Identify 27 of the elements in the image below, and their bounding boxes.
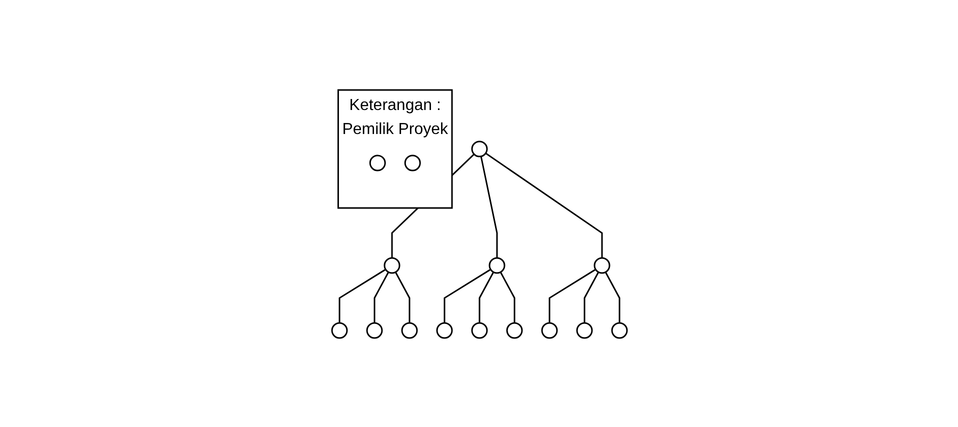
node-circle <box>576 322 592 338</box>
connector <box>480 156 498 258</box>
node-circle <box>470 322 488 338</box>
node-circle <box>383 256 400 274</box>
connector <box>548 268 596 322</box>
node-circle <box>470 140 488 157</box>
node-circle <box>540 322 558 338</box>
cluster: Keterangan : Pemilik Proyek <box>336 88 452 208</box>
node-circle <box>368 154 386 171</box>
connector <box>373 271 389 322</box>
node-circle <box>404 154 420 171</box>
node-circle <box>593 256 610 274</box>
connector <box>484 152 602 258</box>
node-circle <box>610 322 628 338</box>
connector <box>499 271 515 322</box>
node-circle <box>436 322 452 338</box>
node-circle <box>330 322 348 338</box>
node-circle <box>400 322 418 338</box>
connector <box>394 271 410 322</box>
node-circle <box>506 322 522 338</box>
node-circle <box>488 256 505 274</box>
connector <box>583 271 599 322</box>
connector <box>443 268 491 322</box>
connector <box>604 271 620 322</box>
connector <box>338 268 386 322</box>
connector <box>478 271 494 322</box>
node-circle <box>366 322 382 338</box>
